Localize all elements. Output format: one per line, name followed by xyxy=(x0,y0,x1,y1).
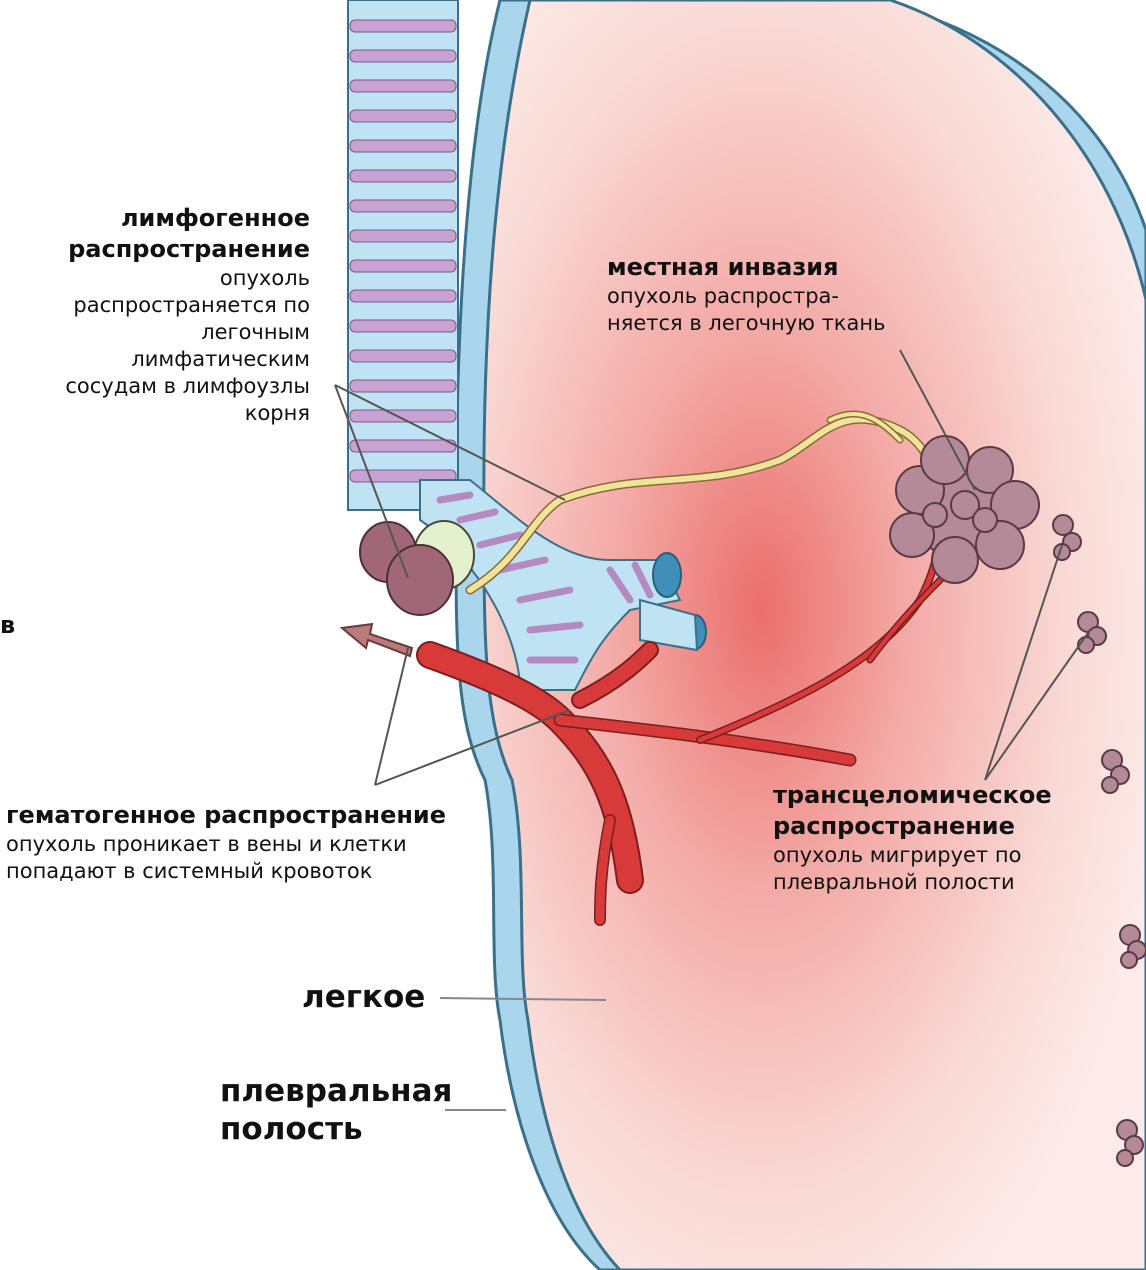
label-lung-text: легкое xyxy=(302,979,425,1015)
label-hematogenous-title: гематогенное распространение xyxy=(6,800,506,831)
label-hematogenous-desc: опухоль проникает в вены и клетки xyxy=(6,831,506,858)
label-local-invasion: местная инвазия опухоль распростра- няет… xyxy=(607,252,967,337)
label-lymphogenous-desc: легочным xyxy=(0,319,310,346)
label-lung: легкое xyxy=(302,978,425,1016)
label-local-desc: опухоль распростра- xyxy=(607,283,967,310)
label-lymphogenous: лимфогенное распространение опухоль расп… xyxy=(0,203,310,427)
cut-letter-text: в xyxy=(0,611,15,639)
label-lymphogenous-desc: корня xyxy=(0,400,310,427)
label-lymphogenous-title-2: распространение xyxy=(0,234,310,265)
label-hematogenous: гематогенное распространение опухоль про… xyxy=(6,800,506,885)
label-lymphogenous-desc: опухоль xyxy=(0,265,310,292)
trachea xyxy=(348,0,458,510)
label-transcoelomic: трансцеломическое распространение опухол… xyxy=(773,780,1103,896)
label-cut-letter: в xyxy=(0,612,15,639)
label-local-desc: няется в легочную ткань xyxy=(607,310,967,337)
label-local-title: местная инвазия xyxy=(607,252,967,283)
label-transcoelomic-desc: опухоль мигрирует по xyxy=(773,842,1103,869)
label-pleural-line1: плевральная xyxy=(220,1072,452,1110)
label-lymphogenous-desc: лимфатическим xyxy=(0,346,310,373)
label-transcoelomic-title-1: трансцеломическое xyxy=(773,780,1103,811)
label-transcoelomic-desc: плевральной полости xyxy=(773,869,1103,896)
label-transcoelomic-title-2: распространение xyxy=(773,811,1103,842)
label-hematogenous-desc: попадают в системный кровоток xyxy=(6,858,506,885)
lymph-node xyxy=(387,545,453,615)
spread-arrow xyxy=(342,624,412,656)
bronchus-opening xyxy=(653,553,681,597)
label-lymphogenous-desc: сосудам в лимфоузлы xyxy=(0,373,310,400)
label-lymphogenous-title-1: лимфогенное xyxy=(0,203,310,234)
label-pleural-line2: полость xyxy=(220,1110,452,1148)
label-pleural-cavity: плевральная полость xyxy=(220,1072,452,1148)
label-lymphogenous-desc: распространяется по xyxy=(0,292,310,319)
